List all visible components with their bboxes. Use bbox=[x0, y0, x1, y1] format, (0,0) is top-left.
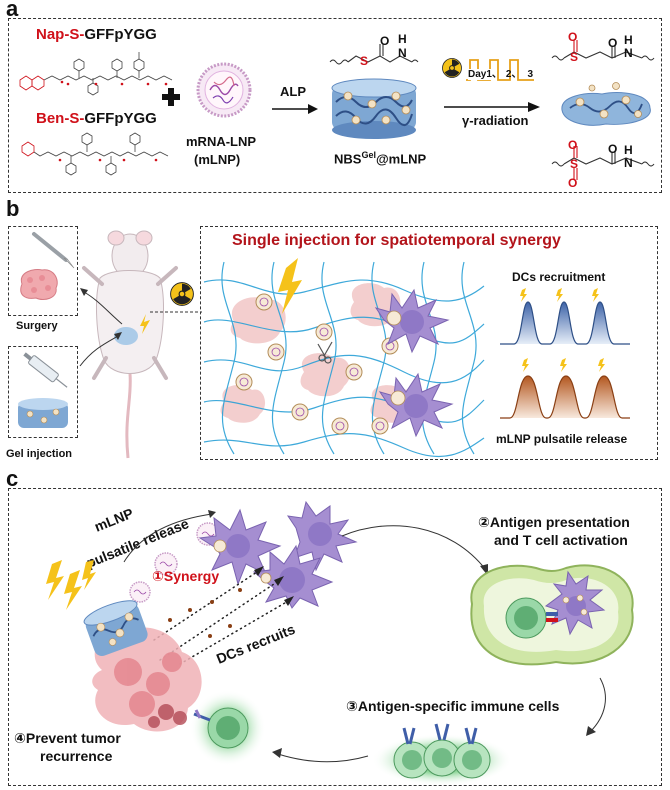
lightning-icon bbox=[46, 560, 96, 610]
radiation-icon bbox=[442, 58, 462, 78]
peptide2-name: Ben-S-GFFpYGG bbox=[36, 110, 157, 127]
alp-label: ALP bbox=[280, 84, 306, 99]
dc-cluster bbox=[198, 500, 358, 609]
panel-b-title: Single injection for spatiotemporal syne… bbox=[232, 232, 561, 249]
top-atom-s: S bbox=[570, 50, 579, 64]
radiation-arrow bbox=[444, 102, 540, 112]
top-atom-o2: O bbox=[608, 36, 618, 50]
thioether-structure bbox=[329, 44, 419, 65]
mid-atom-h: H bbox=[398, 32, 407, 46]
dc-recruitment-label: DCs recruitment bbox=[512, 270, 606, 284]
day-labels: Day1、2、3 bbox=[468, 65, 533, 80]
scissors-icon bbox=[317, 341, 333, 364]
gel-name: NBSGel@mLNP bbox=[334, 150, 426, 166]
bot-atom-o1: O bbox=[568, 138, 578, 152]
step3-label: ③Antigen-specific immune cells bbox=[346, 698, 560, 714]
peptide2-suffix: GFFpYGG bbox=[84, 110, 157, 127]
pulse-wave bbox=[466, 59, 534, 81]
top-atom-o: O bbox=[568, 30, 578, 44]
peptide1-name: Nap-S-GFFpYGG bbox=[36, 26, 157, 43]
step2-line2: and T cell activation bbox=[494, 532, 628, 548]
step4-line1: ④Prevent tumor bbox=[14, 730, 121, 746]
day-2: 2 bbox=[505, 69, 512, 80]
mrna-lnp-icon bbox=[196, 62, 252, 118]
arrow-to-immune-cells bbox=[586, 677, 606, 736]
injected-gel-icon bbox=[18, 398, 68, 428]
dc-recruitment-peaks bbox=[500, 288, 630, 345]
degraded-gel-icon bbox=[561, 82, 651, 126]
surgery-arrow bbox=[80, 288, 123, 325]
gel-name-sup: Gel bbox=[361, 150, 376, 160]
gel-name-pre: NBS bbox=[334, 151, 362, 167]
bot-atom-n: N bbox=[624, 156, 633, 170]
mid-atom-s: S bbox=[360, 54, 369, 68]
peptide2-prefix: Ben-S- bbox=[36, 110, 85, 127]
release-arrow bbox=[123, 510, 216, 563]
bot-atom-o2: O bbox=[568, 176, 578, 190]
immune-cells-icon bbox=[372, 723, 512, 786]
tumor-tissue-icon bbox=[20, 269, 58, 301]
lymph-node-icon bbox=[470, 564, 634, 666]
radiation-icon-b bbox=[170, 282, 194, 306]
nbs-gel-icon bbox=[331, 78, 417, 139]
plus-icon bbox=[162, 88, 180, 106]
sulfoxide-structure bbox=[551, 40, 655, 61]
bot-atom-o3: O bbox=[608, 142, 618, 156]
day-1: Day1 bbox=[468, 69, 492, 80]
sulfone-structure bbox=[551, 146, 655, 180]
mid-atom-n: N bbox=[398, 46, 407, 60]
peptide2-structure bbox=[21, 132, 169, 176]
panel-a-label: a bbox=[6, 0, 19, 21]
lnp-abbrev: (mLNP) bbox=[194, 152, 241, 167]
peptide1-structure bbox=[19, 52, 173, 96]
mouse-icon bbox=[82, 230, 178, 459]
alp-arrow bbox=[272, 104, 318, 114]
mid-atom-o: O bbox=[380, 34, 390, 48]
day-sep-2: 、 bbox=[511, 69, 522, 80]
t-cell-bottom bbox=[190, 690, 266, 766]
tumor-gel-icon bbox=[83, 600, 202, 732]
arrow-back-to-tumor bbox=[272, 748, 369, 763]
injection-arrow bbox=[79, 332, 122, 367]
zoom-box bbox=[200, 226, 658, 460]
zoom-dashed-line bbox=[150, 311, 202, 313]
dc-cell-top bbox=[374, 288, 450, 354]
mlnp-release-peaks bbox=[500, 358, 630, 419]
lnp-name: mRNA-LNP bbox=[186, 134, 257, 149]
bot-atom-h: H bbox=[624, 143, 633, 157]
peptide1-suffix: GFFpYGG bbox=[84, 26, 157, 43]
surgery-label: Surgery bbox=[16, 320, 58, 332]
gel-injection-box bbox=[8, 346, 78, 438]
bot-atom-s: S bbox=[570, 157, 579, 171]
scalpel-icon bbox=[32, 232, 75, 269]
radiation-label: γ-radiation bbox=[462, 113, 529, 128]
peptide1-prefix: Nap-S- bbox=[36, 26, 85, 43]
panel-c bbox=[8, 488, 662, 786]
day-sep-1: 、 bbox=[491, 69, 502, 80]
recruit-dotted-arrows bbox=[153, 566, 294, 665]
panel-a bbox=[8, 18, 662, 193]
top-atom-n: N bbox=[624, 46, 633, 60]
mlnp-release-label: mLNP pulsatile release bbox=[496, 432, 628, 446]
synergy-label: ①Synergy bbox=[152, 568, 220, 584]
step2-line1: ②Antigen presentation bbox=[478, 514, 630, 530]
panel-c-label: c bbox=[6, 466, 19, 491]
step4-line2: recurrence bbox=[40, 748, 113, 764]
day-3: 3 bbox=[527, 69, 534, 80]
gel-injection-label: Gel injection bbox=[6, 448, 73, 460]
syringe-icon bbox=[23, 352, 68, 388]
dc-cell-bottom bbox=[378, 372, 454, 438]
surgery-box bbox=[8, 226, 78, 316]
gel-name-post: @mLNP bbox=[375, 151, 427, 167]
top-atom-h: H bbox=[624, 33, 633, 47]
panel-b-label: b bbox=[6, 196, 20, 221]
